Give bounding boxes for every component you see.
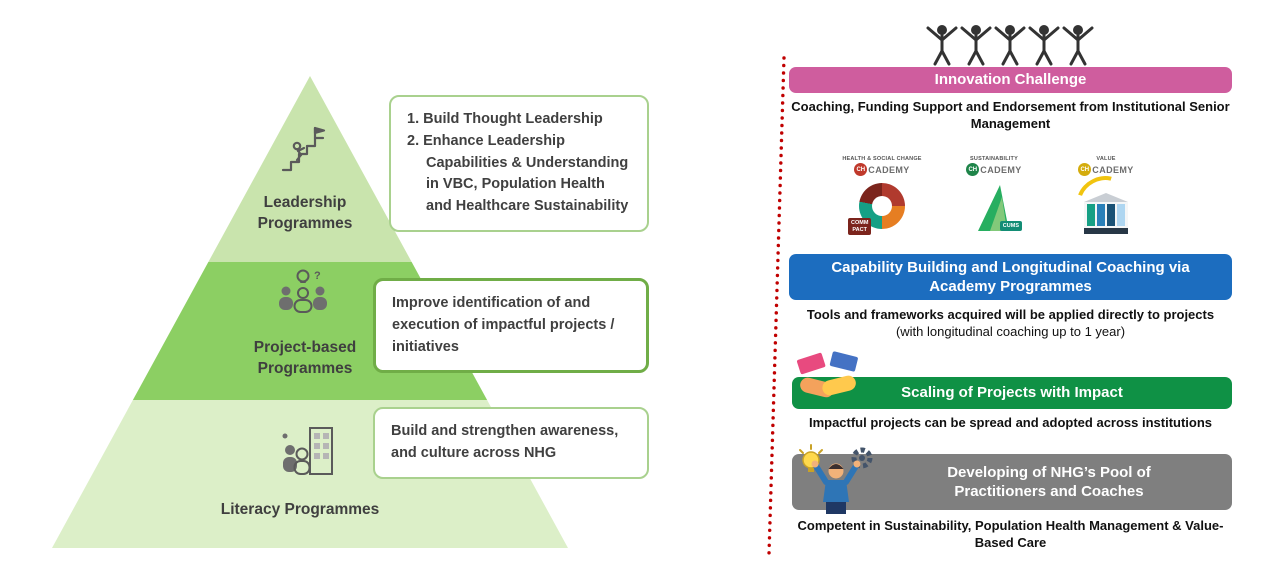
callout-literacy-text: Build and strengthen awareness, and cult… <box>391 423 619 461</box>
banner-capability-building: Capability Building and Longitudinal Coa… <box>789 254 1232 300</box>
banner-developing-text: Developing of NHG’s Pool of Practitioner… <box>947 463 1151 501</box>
logo3-word: CADEMY <box>1092 164 1134 175</box>
callout-leadership-item-1: 1. Build Thought Leadership <box>407 111 603 127</box>
team-ideas-icon: ? <box>279 269 327 313</box>
logo1-word: CADEMY <box>868 164 910 175</box>
caption-capability-bold: Tools and frameworks acquired will be ap… <box>806 307 1215 322</box>
tier-label-literacy: Literacy Programmes <box>220 501 380 518</box>
logo1-donut-graphic: COMM PACT <box>848 179 914 237</box>
logo1-ch-mark: CH <box>854 163 868 176</box>
people-building-icon <box>282 427 333 475</box>
handshake-icon <box>796 351 858 398</box>
logo-sustainability-academy: SUSTAINABILITY CH CADEMY CUMS <box>951 156 1037 248</box>
logo-health-social-change-academy: HEALTH & SOCIAL CHANGE CH CADEMY COMM PA… <box>839 156 925 248</box>
caption-capability: Tools and frameworks acquired will be ap… <box>789 307 1232 341</box>
svg-text:?: ? <box>314 270 321 282</box>
caption-innovation: Coaching, Funding Support and Endorsemen… <box>791 99 1230 131</box>
logo2-badge: CUMS <box>999 220 1022 231</box>
caption-capability-normal: (with longitudinal coaching up to 1 year… <box>895 323 1126 339</box>
logo2-word: CADEMY <box>980 164 1022 175</box>
academy-logos-row: HEALTH & SOCIAL CHANGE CH CADEMY COMM PA… <box>789 156 1199 248</box>
caption-developing: Competent in Sustainability, Population … <box>797 518 1224 550</box>
logo1-title: HEALTH & SOCIAL CHANGE <box>842 156 922 162</box>
logo-value-academy: VALUE CH CADEMY <box>1063 156 1149 248</box>
callout-leadership-item-2: 2. Enhance Leadership Capabilities & Und… <box>407 132 629 214</box>
logo2-title: SUSTAINABILITY <box>970 156 1018 162</box>
tier-label-project: Project-based Programmes <box>253 339 357 377</box>
banner-scaling-projects: Scaling of Projects with Impact <box>792 377 1232 409</box>
tier-label-leadership: Leadership Programmes <box>257 194 353 232</box>
banner-innovation-challenge: Innovation Challenge <box>789 67 1232 93</box>
callout-project-text: Improve identification of and execution … <box>392 295 615 355</box>
logo2-leaf-graphic: CUMS <box>962 179 1026 237</box>
logo1-badge: COMM PACT <box>848 218 872 235</box>
callout-leadership: 1. Build Thought Leadership 2. Enhance L… <box>389 95 649 232</box>
logo3-ch-mark: CH <box>1078 163 1092 176</box>
callout-project: Improve identification of and execution … <box>373 278 649 374</box>
caption-scaling: Impactful projects can be spread and ado… <box>808 415 1213 430</box>
logo3-title: VALUE <box>1096 156 1116 162</box>
person-lightbulb-gear-icon <box>799 444 873 514</box>
logo3-building-graphic <box>1068 167 1138 237</box>
leadership-climb-flag-icon <box>281 126 326 172</box>
callout-literacy: Build and strengthen awareness, and cult… <box>373 407 649 479</box>
logo2-ch-mark: CH <box>966 163 980 176</box>
people-chain-icon <box>926 23 1094 66</box>
